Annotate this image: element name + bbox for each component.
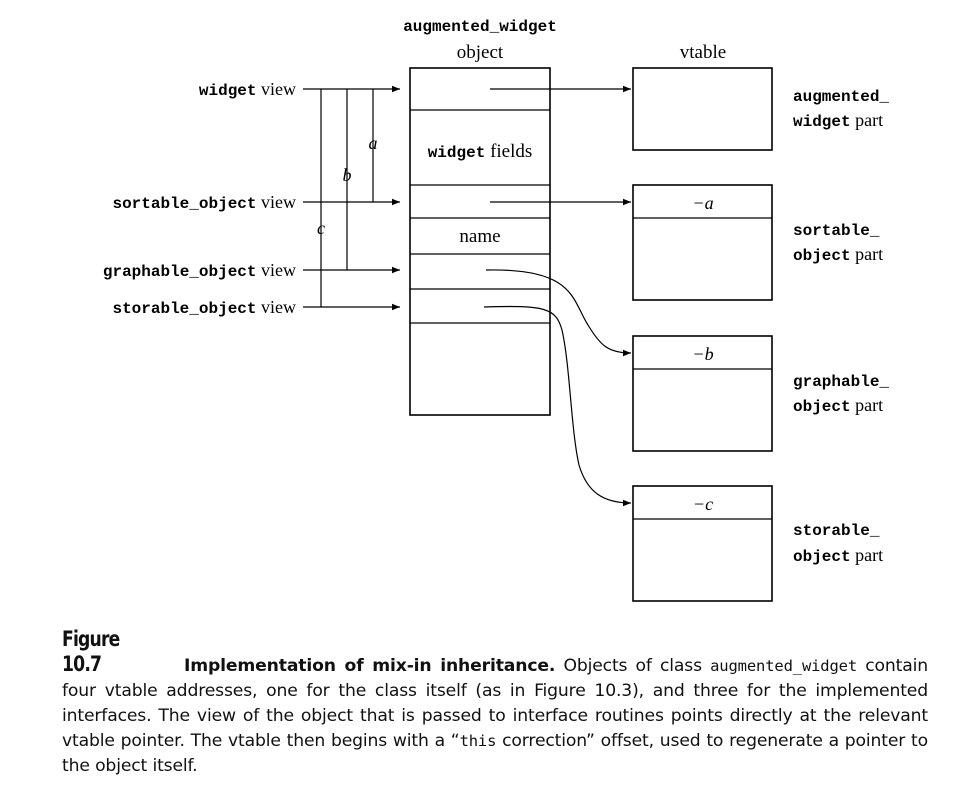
part-label-augmented-2: widget part (793, 110, 883, 131)
part-label-graphable-2: object part (793, 395, 883, 416)
name-field-label: name (459, 226, 500, 247)
vtable-sortable-object (632, 184, 773, 301)
object-title-line2: object (457, 42, 504, 63)
vtable-offset-b: −b (692, 344, 713, 364)
part-label-sortable-2: object part (793, 244, 883, 265)
part-label-sortable-1: sortable_ (793, 222, 880, 240)
offset-label-c: c (317, 218, 325, 238)
mixin-inheritance-diagram: augmented_widget object vtable widget fi… (103, 18, 889, 602)
caption-code-2: this (459, 732, 497, 750)
vtable-storable-object (632, 485, 773, 602)
object-title-line1: augmented_widget (403, 18, 557, 36)
view-label-graphable-object: graphable_object view (103, 260, 296, 281)
caption-text-2: contain four vtable addresses, one for t… (62, 656, 928, 751)
widget-fields-label: widget fields (428, 141, 533, 162)
part-label-storable-1: storable_ (793, 522, 880, 540)
widget-fields-code: widget (428, 144, 486, 162)
figure-title: Implementation of mix-in inheritance. (184, 656, 556, 676)
vtable-offset-c: −c (693, 494, 713, 514)
view-label-widget: widget view (199, 79, 296, 100)
object-box (409, 67, 551, 416)
widget-fields-rest: fields (485, 141, 532, 162)
part-label-augmented-1: augmented_ (793, 88, 889, 106)
part-label-graphable-1: graphable_ (793, 373, 889, 391)
vtable-offset-a: −a (692, 193, 713, 213)
figure-number: Figure 10.7 (62, 627, 120, 676)
vtable-pointer-graphable-object (485, 269, 632, 357)
caption-code-1: augmented_widget (710, 657, 858, 675)
offset-label-a: a (369, 133, 378, 153)
caption-text-3: correction” offset, used to regenerate a… (62, 731, 929, 776)
vtable-augmented-widget (632, 67, 773, 151)
view-label-sortable-object: sortable_object view (112, 192, 296, 213)
vtable-title: vtable (680, 42, 726, 63)
vtable-graphable-object (632, 335, 773, 452)
part-label-storable-2: object part (793, 545, 883, 566)
caption-text-1: Objects of class (555, 656, 711, 676)
vtable-pointer-storable-object (483, 305, 632, 507)
view-label-storable-object: storable_object view (112, 297, 296, 318)
offset-label-b: b (343, 165, 352, 185)
